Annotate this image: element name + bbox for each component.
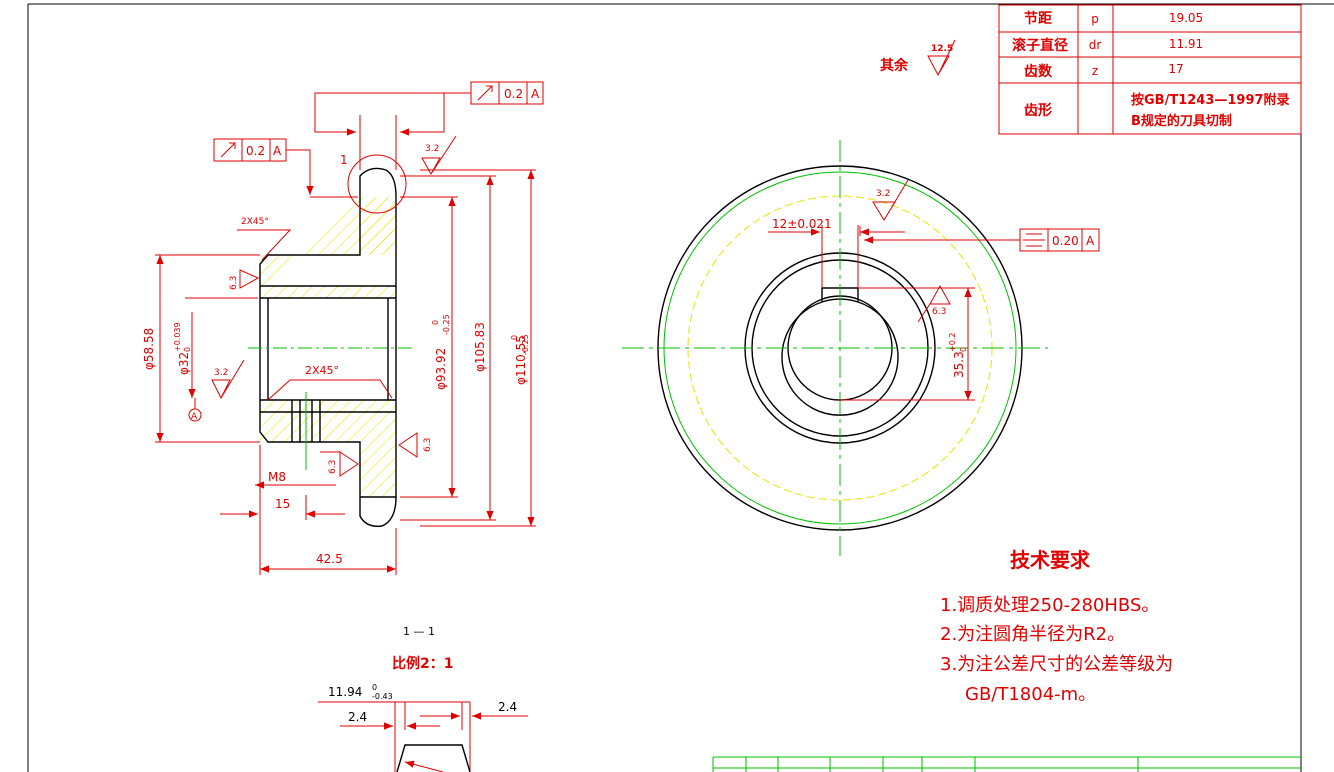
- dim-keyway-width: 12±0.021: [772, 217, 832, 231]
- dim-hub-length: 42.5: [316, 552, 343, 566]
- dim-bore-diameter: φ32: [177, 352, 191, 375]
- general-roughness-note: 其余 12.5: [880, 39, 956, 77]
- symmetry-value: 0.20: [1052, 234, 1079, 248]
- roughness-note-value: 12.5: [931, 44, 953, 54]
- detail-chamfer-right: 2.4: [498, 700, 517, 714]
- symmetry-datum: A: [1086, 234, 1095, 248]
- chamfer-outer-label: 2X45°: [241, 217, 269, 227]
- detail-width: 11.94: [328, 685, 362, 699]
- table-symbol-pitch: p: [1091, 12, 1099, 26]
- datum-a-label: A: [191, 412, 198, 422]
- dim-keyway-tol-lower: 0: [959, 347, 968, 352]
- detail-width-tol-lower: -0.43: [372, 692, 393, 701]
- detail-view-scale: 比例2：1: [392, 655, 453, 672]
- dim-thread: M8: [268, 470, 286, 484]
- detail-callout-circle: [347, 154, 407, 214]
- table-value-profile-line2: B规定的刀具切制: [1131, 113, 1232, 129]
- dim-root-tol-upper: 0: [431, 320, 440, 325]
- roughness-hub: 6.3: [229, 276, 239, 290]
- section-view: φ58.58 φ32 +0.039 0 A φ93.92 0 -0.25 φ10…: [142, 81, 544, 575]
- dim-root-tol-lower: -0.25: [442, 314, 451, 335]
- roughness-inner: 6.3: [328, 460, 338, 474]
- table-label-profile: 齿形: [1024, 102, 1052, 119]
- chamfer-inner-label: 2X45°: [305, 364, 339, 377]
- hatch-lower: [260, 400, 396, 497]
- parameter-table: 节距 p 19.05 滚子直径 dr 11.91 齿数 z 17 齿形 按GB/…: [998, 4, 1302, 135]
- dim-bore-tol-lower: 0: [183, 347, 192, 352]
- table-value-teeth: 17: [1168, 62, 1183, 76]
- dim-tip-diameter: φ110.55: [514, 335, 528, 385]
- roughness-note-prefix: 其余: [880, 57, 909, 74]
- tech-requirements: 技术要求 1.调质处理250-280HBS。 2.为注圆角半径为R2。 3.为注…: [940, 548, 1173, 705]
- dim-thread-position: 15: [275, 497, 290, 511]
- symmetry-frame: 0.20 A: [864, 228, 1100, 252]
- title-block-stub: [712, 756, 1301, 772]
- tech-item-1: 1.调质处理250-280HBS。: [940, 595, 1159, 616]
- dim-tip-tol-lower: -0.25: [521, 334, 530, 355]
- roughness-face: 6.3: [423, 438, 433, 452]
- roughness-top: 3.2: [425, 144, 439, 154]
- table-label-teeth: 齿数: [1024, 63, 1053, 80]
- roughness-key: 3.2: [876, 189, 890, 199]
- table-symbol-teeth: z: [1092, 64, 1098, 78]
- runout-left-datum: A: [273, 144, 282, 158]
- runout-left-frame: 0.2 A: [213, 138, 358, 198]
- hatch-upper-ring: [360, 197, 396, 255]
- table-label-pitch: 节距: [1024, 10, 1052, 27]
- detail-callout-label: 1: [340, 153, 348, 167]
- tech-heading: 技术要求: [1010, 548, 1091, 572]
- table-label-roller: 滚子直径: [1012, 37, 1068, 54]
- dim-keyway-tol-upper: +0.2: [948, 333, 957, 352]
- tech-item-3: 3.为注公差尺寸的公差等级为: [940, 654, 1173, 675]
- table-value-roller: 11.91: [1169, 37, 1203, 51]
- tech-item-2: 2.为注圆角半径为R2。: [940, 624, 1125, 645]
- detail-view-label: 1 — 1: [403, 625, 435, 638]
- detail-chamfer-left: 2.4: [348, 710, 367, 724]
- dim-pitch-diameter: φ105.83: [473, 322, 487, 372]
- roughness-bore: 3.2: [214, 368, 228, 378]
- table-symbol-roller: dr: [1089, 38, 1102, 52]
- runout-top-datum: A: [531, 87, 540, 101]
- front-view: 12±0.021 0.20 A 3.2 6.3 35.3 +0.2 0: [622, 140, 1100, 556]
- dim-root-diameter: φ93.92: [434, 348, 448, 390]
- dim-hub-diameter: φ58.58: [142, 328, 156, 370]
- roughness-keyside: 6.3: [932, 307, 946, 317]
- table-value-profile-line1: 按GB/T1243—1997附录: [1131, 92, 1290, 108]
- detail-view: 1 — 1 比例2：1 11.94 0 -0.43 2.4 2.4: [318, 625, 528, 772]
- runout-top-value: 0.2: [504, 87, 523, 101]
- dim-keyway-depth: 35.3: [952, 351, 966, 378]
- detail-width-tol-upper: 0: [372, 683, 377, 692]
- tech-item-4: GB/T1804-m。: [965, 684, 1096, 705]
- table-value-pitch: 19.05: [1169, 11, 1203, 25]
- runout-left-value: 0.2: [246, 144, 265, 158]
- dim-bore-tol-upper: +0.039: [173, 322, 182, 352]
- dim-tip-tol-upper: 0: [510, 335, 519, 340]
- runout-top-frame: 0.2 A: [314, 81, 544, 170]
